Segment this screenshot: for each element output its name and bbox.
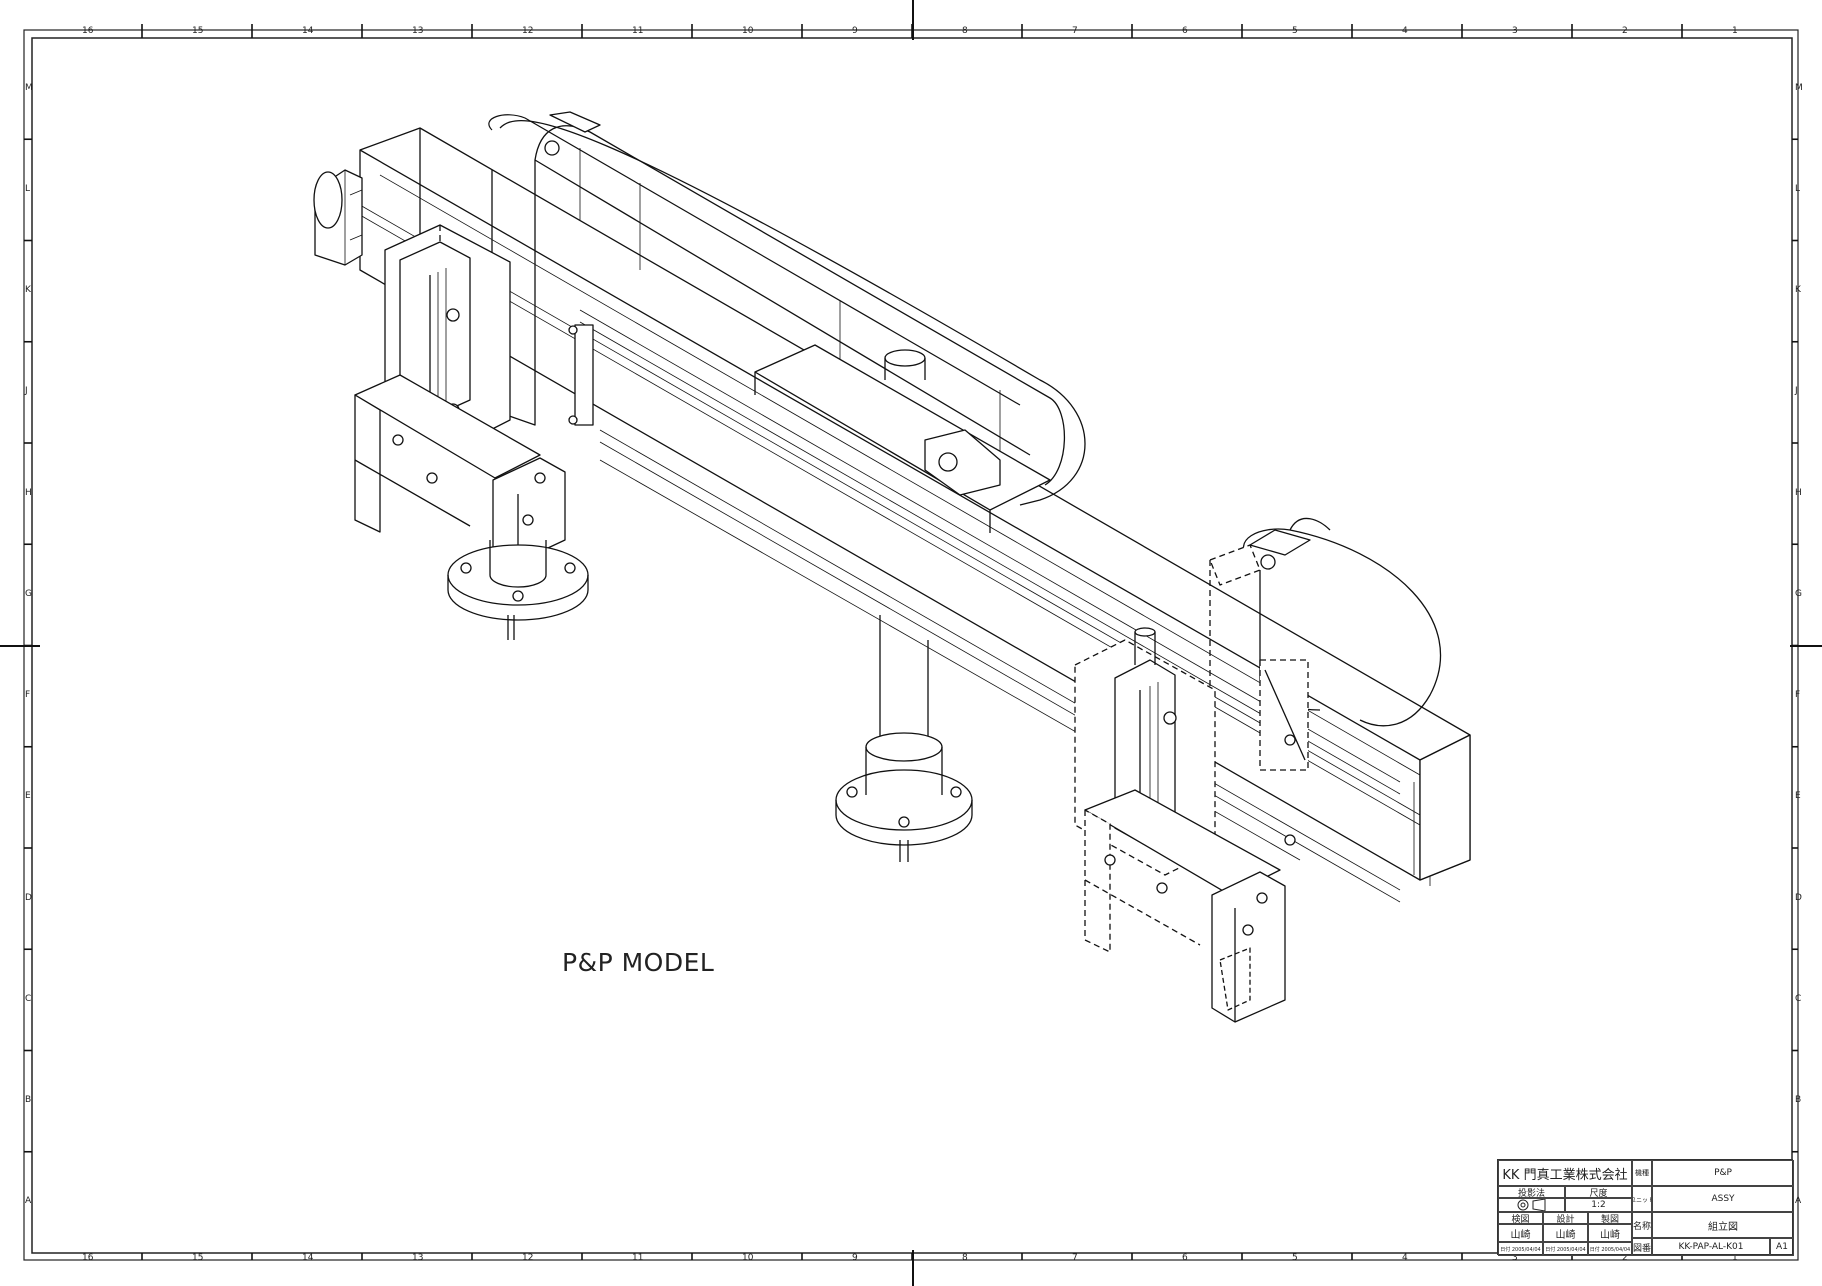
row-label-left: B (25, 1095, 32, 1106)
row-label-right: M (1795, 82, 1803, 93)
col-label-bottom: 7 (1072, 1253, 1078, 1263)
scale-label: 尺度 (1565, 1186, 1632, 1198)
checker-name: 山崎 (1498, 1224, 1543, 1242)
projection-symbol (1498, 1198, 1565, 1212)
drawing-no-value: KK-PAP-AL-K01 (1652, 1238, 1770, 1256)
col-label-top: 3 (1512, 26, 1518, 36)
col-label-bottom: 6 (1182, 1253, 1188, 1263)
row-label-right: K (1795, 285, 1801, 296)
row-label-left: H (25, 487, 32, 498)
col-label-top: 5 (1292, 26, 1298, 36)
row-label-left: L (25, 183, 31, 194)
col-label-bottom: 16 (82, 1253, 94, 1263)
row-label-left: F (25, 690, 31, 701)
col-label-top: 7 (1072, 26, 1078, 36)
center-post (835, 615, 973, 862)
inner-border (31, 37, 1793, 1254)
col-label-bottom: 10 (742, 1253, 754, 1263)
row-label-left: J (25, 386, 28, 397)
draft-label: 製図 (1588, 1212, 1632, 1224)
col-label-top: 13 (412, 26, 424, 36)
drawing-no-label: 図番 (1632, 1238, 1652, 1256)
col-label-top: 8 (962, 26, 968, 36)
col-label-bottom: 12 (522, 1253, 534, 1263)
zone-ticks (24, 24, 1798, 1260)
col-label-bottom: 11 (632, 1253, 644, 1263)
col-label-top: 10 (742, 26, 754, 36)
col-label-bottom: 1 (1732, 1253, 1738, 1263)
col-label-top: 9 (852, 26, 858, 36)
upper-carriage (754, 344, 1051, 533)
row-label-right: B (1795, 1095, 1802, 1106)
outer-border (23, 29, 1799, 1261)
projection-label: 投影法 (1498, 1186, 1565, 1198)
col-label-top: 1 (1732, 26, 1738, 36)
drafter-name: 山崎 (1588, 1224, 1632, 1242)
col-label-bottom: 3 (1512, 1253, 1518, 1263)
row-label-right: C (1795, 993, 1802, 1004)
row-label-left: G (25, 588, 32, 599)
third-angle-projection-icon (1517, 1199, 1545, 1211)
col-label-top: 4 (1402, 26, 1408, 36)
name-value: 組立図 (1652, 1212, 1794, 1238)
row-label-right: D (1795, 892, 1802, 903)
col-label-top: 14 (302, 26, 314, 36)
row-label-right: G (1795, 588, 1802, 599)
row-label-right: H (1795, 487, 1802, 498)
col-label-bottom: 4 (1402, 1253, 1408, 1263)
unit-label: ユニット (1632, 1186, 1652, 1212)
row-label-right: F (1795, 690, 1801, 701)
check-label: 検図 (1498, 1212, 1543, 1224)
row-label-left: D (25, 892, 32, 903)
col-label-bottom: 8 (962, 1253, 968, 1263)
assembly-drawing (313, 111, 1471, 1023)
row-label-left: C (25, 993, 32, 1004)
motor (313, 169, 363, 266)
date-check: 日付 2005/04/04 (1498, 1242, 1543, 1256)
company-name: KK 門真工業株式会社 (1498, 1160, 1632, 1186)
sheet-size: A1 (1770, 1238, 1794, 1256)
scale-value: 1:2 (1565, 1198, 1632, 1212)
date-design: 日付 2005/04/04 (1543, 1242, 1588, 1256)
row-label-left: A (25, 1196, 32, 1207)
col-label-bottom: 14 (302, 1253, 314, 1263)
col-label-bottom: 2 (1622, 1253, 1628, 1263)
col-label-top: 12 (522, 26, 534, 36)
designer-name: 山崎 (1543, 1224, 1588, 1242)
row-label-right: L (1795, 183, 1801, 194)
row-label-right: A (1795, 1196, 1802, 1207)
col-label-bottom: 15 (192, 1253, 204, 1263)
title-block: KK 門真工業株式会社 機種 P&P 投影法 尺度 1:2 ユニット ASSY … (1497, 1159, 1794, 1256)
unit-value: ASSY (1652, 1186, 1794, 1212)
col-label-bottom: 9 (852, 1253, 858, 1263)
col-label-bottom: 13 (412, 1253, 424, 1263)
col-label-top: 11 (632, 26, 644, 36)
col-label-top: 16 (82, 26, 94, 36)
left-base (447, 540, 589, 640)
row-label-right: E (1795, 791, 1801, 802)
category-value: P&P (1652, 1160, 1794, 1186)
row-label-right: J (1795, 386, 1798, 397)
row-label-left: K (25, 285, 31, 296)
left-actuator (354, 224, 594, 563)
right-actuator (1074, 627, 1309, 1023)
col-label-top: 6 (1182, 26, 1188, 36)
date-draft: 日付 2005/04/04 (1588, 1242, 1632, 1256)
design-label: 設計 (1543, 1212, 1588, 1224)
col-label-top: 2 (1622, 26, 1628, 36)
col-label-bottom: 5 (1292, 1253, 1298, 1263)
row-label-left: E (25, 791, 31, 802)
category-label: 機種 (1632, 1160, 1652, 1186)
model-title: P&P MODEL (562, 948, 715, 977)
name-label: 名称 (1632, 1212, 1652, 1238)
row-label-left: M (25, 82, 33, 93)
col-label-top: 15 (192, 26, 204, 36)
